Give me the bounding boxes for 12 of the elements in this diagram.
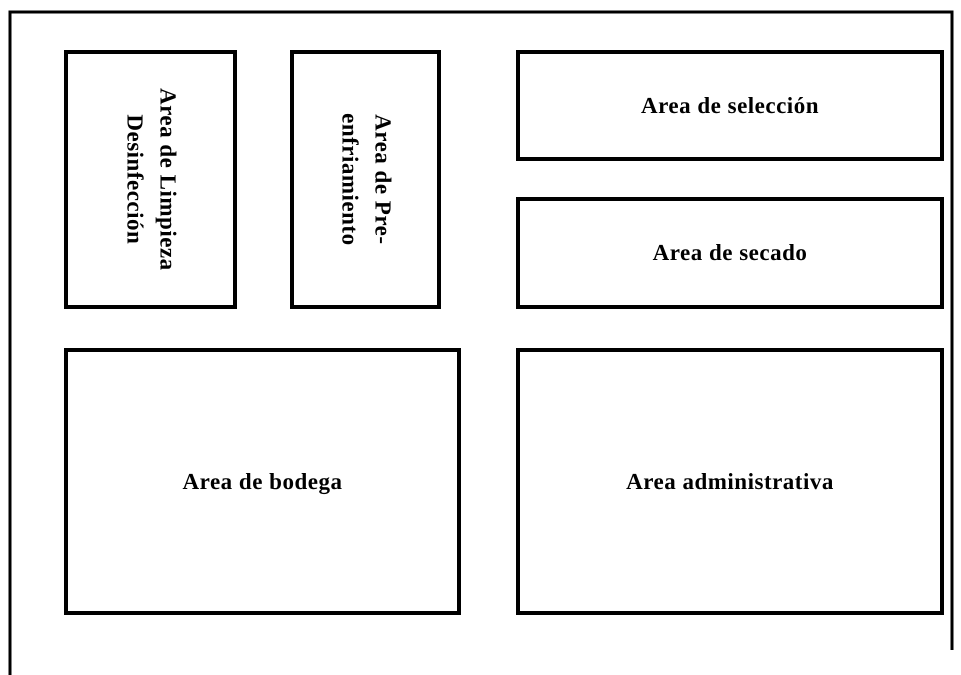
area-box <box>64 50 237 309</box>
area-box <box>516 197 944 309</box>
area-label: Area administrativa <box>625 468 835 496</box>
area-box <box>64 348 461 615</box>
area-box <box>290 50 441 309</box>
area-label: Area de selección <box>640 92 820 120</box>
area-label: Area de Pre-enfriamiento <box>336 112 396 248</box>
area-label: Area de Limpieza Desinfección <box>120 87 181 273</box>
area-box <box>516 348 944 615</box>
area-box <box>516 50 944 161</box>
area-label: Area de bodega <box>182 468 344 496</box>
area-label: Area de secado <box>652 239 808 268</box>
